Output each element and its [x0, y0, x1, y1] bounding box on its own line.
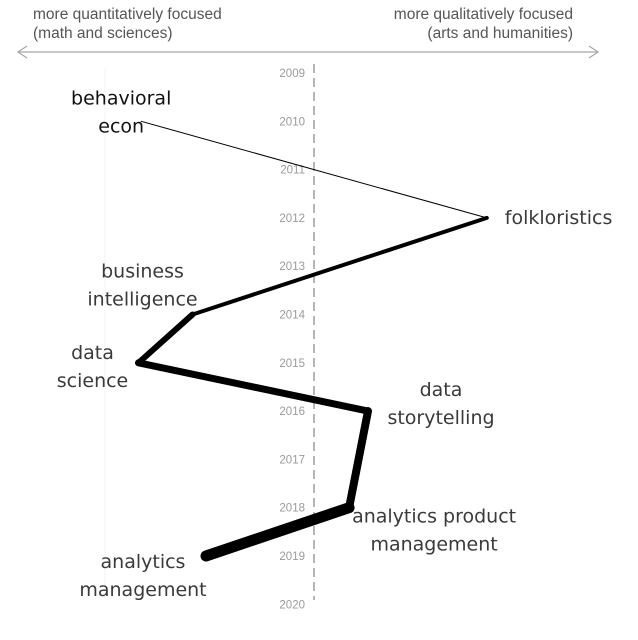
field-label-line: management — [79, 579, 206, 601]
year-label: 2013 — [279, 261, 305, 273]
field-label-line: econ — [98, 115, 144, 137]
year-label: 2019 — [279, 551, 305, 563]
career-path-line — [135, 120, 489, 562]
field-label-line: storytelling — [387, 407, 494, 429]
field-label-line: data — [71, 342, 114, 364]
year-label: 2009 — [279, 68, 305, 80]
year-axis-labels: 2009 2010 2011 2012 2013 2014 2015 2016 2017 2018… — [279, 68, 305, 611]
year-label: 2015 — [279, 358, 305, 370]
field-label-line: science — [57, 370, 129, 392]
arrow-right-head-icon — [588, 45, 600, 59]
field-label-analytics-management: analytics management — [79, 551, 206, 601]
year-label: 2010 — [279, 116, 305, 128]
field-label-line: management — [370, 534, 497, 556]
field-label-analytics-product-management: analytics product management — [352, 506, 516, 556]
year-label: 2012 — [279, 213, 305, 225]
year-label: 2011 — [280, 165, 305, 177]
path-segment — [200, 502, 355, 562]
field-label-line: business — [101, 261, 184, 283]
path-segment — [140, 120, 488, 219]
field-label-line: analytics — [101, 551, 186, 573]
header-left-label: more quantitatively focused (math and sc… — [33, 5, 222, 43]
header-left-line1: more quantitatively focused — [33, 6, 222, 23]
header-right-line1: more qualitatively focused — [393, 6, 573, 23]
header-left-line2: (math and sciences) — [33, 25, 173, 42]
double-arrow-axis — [16, 45, 600, 59]
field-label-line: intelligence — [87, 289, 197, 311]
header-right-line2: (arts and humanities) — [427, 25, 573, 42]
field-label-data-science: data science — [57, 342, 129, 392]
field-label-folkloristics: folkloristics — [505, 207, 613, 229]
field-label-line: behavioral — [71, 87, 171, 109]
field-label-business-intelligence: business intelligence — [87, 261, 197, 311]
field-label-behavioral-econ: behavioral econ — [71, 87, 171, 137]
path-segment — [190, 215, 489, 317]
header-right-label: more qualitatively focused (arts and hum… — [394, 5, 573, 43]
path-segment — [135, 311, 196, 366]
year-label: 2020 — [279, 599, 305, 611]
field-label-data-storytelling: data storytelling — [387, 379, 494, 429]
path-segment — [345, 407, 372, 512]
field-labels: behavioral econ folkloristics business intel… — [57, 87, 613, 601]
field-label-line: analytics product — [352, 506, 516, 528]
year-label: 2016 — [279, 406, 305, 418]
field-label-line: folkloristics — [505, 207, 613, 229]
year-label: 2018 — [279, 503, 305, 515]
year-label: 2014 — [279, 310, 305, 322]
arrow-left-head-icon — [16, 45, 28, 59]
path-segment — [135, 359, 372, 415]
year-label: 2017 — [279, 454, 305, 466]
field-label-line: data — [420, 379, 463, 401]
